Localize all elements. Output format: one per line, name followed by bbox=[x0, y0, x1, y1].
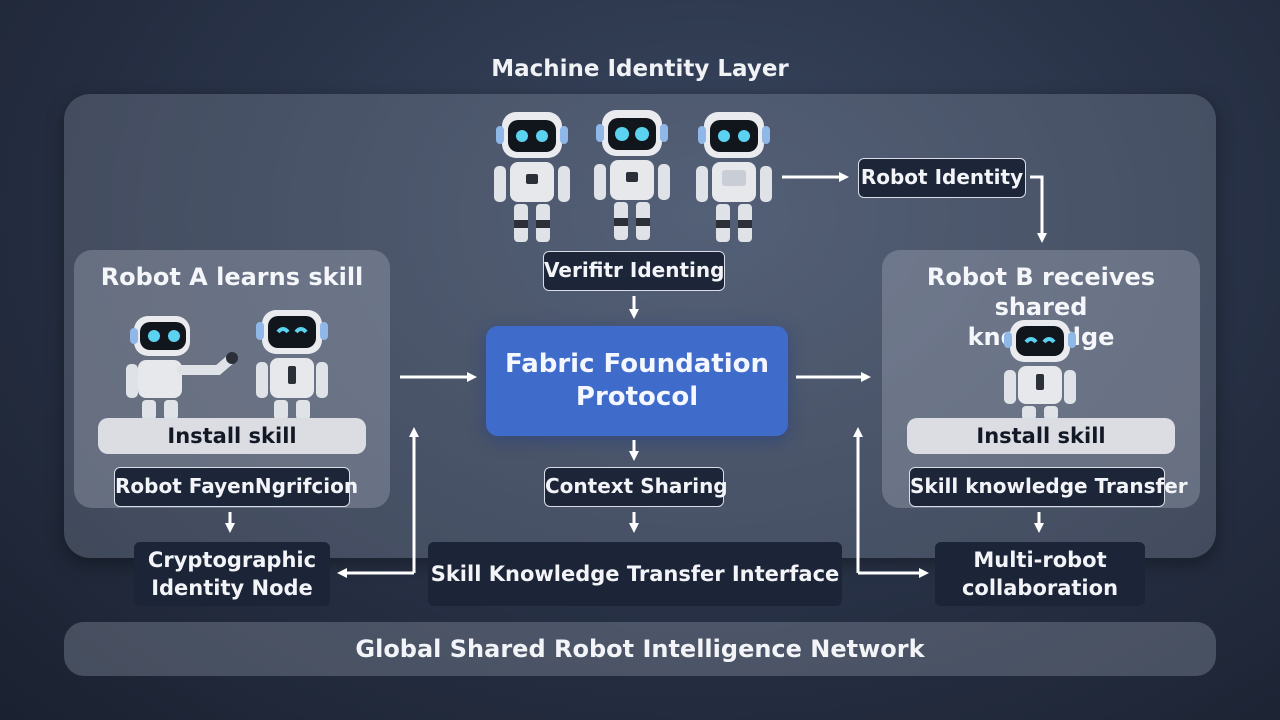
global-network-bar: Global Shared Robot Intelligence Network bbox=[64, 622, 1216, 676]
robot-a-title: Robot A learns skill bbox=[100, 263, 364, 291]
multi-robot-line1: Multi-robot bbox=[973, 548, 1107, 572]
robot-a-install-skill-button[interactable]: Install skill bbox=[98, 418, 366, 454]
robot-icon bbox=[126, 316, 238, 420]
robot-identity-box: Robot Identity bbox=[858, 158, 1026, 198]
robot-icon bbox=[494, 112, 570, 242]
robot-b-title-line1: Robot B receives shared bbox=[926, 263, 1156, 321]
fabric-foundation-protocol: Fabric Foundation Protocol bbox=[486, 326, 788, 436]
multi-robot-collaboration: Multi-robot collaboration bbox=[935, 542, 1145, 606]
fabric-line1: Fabric Foundation bbox=[504, 349, 770, 379]
crypto-line1: Cryptographic bbox=[147, 548, 317, 572]
robot-icon bbox=[256, 310, 328, 420]
cryptographic-identity-node: Cryptographic Identity Node bbox=[134, 542, 330, 606]
skill-knowledge-transfer-interface: Skill Knowledge Transfer Interface bbox=[428, 542, 842, 606]
robot-icon bbox=[1004, 320, 1076, 420]
context-sharing-box: Context Sharing bbox=[544, 467, 728, 507]
robot-b-install-skill-button[interactable]: Install skill bbox=[907, 418, 1175, 454]
robot-icon bbox=[696, 112, 772, 242]
arrow-identity-to-robot-b bbox=[1030, 175, 1047, 243]
robot-icon bbox=[594, 110, 670, 240]
multi-robot-line2: collaboration bbox=[961, 576, 1119, 600]
diagram-title: Machine Identity Layer bbox=[491, 56, 789, 82]
fabric-line2: Protocol bbox=[575, 382, 699, 412]
crypto-line2: Identity Node bbox=[151, 576, 313, 600]
robot-a-verification-box: Robot FayenNgrifcion bbox=[114, 467, 358, 507]
verifier-identity-box: Verifitr Identing bbox=[543, 251, 725, 291]
robot-b-transfer-box: Skill knowledge Transfer bbox=[909, 467, 1188, 507]
